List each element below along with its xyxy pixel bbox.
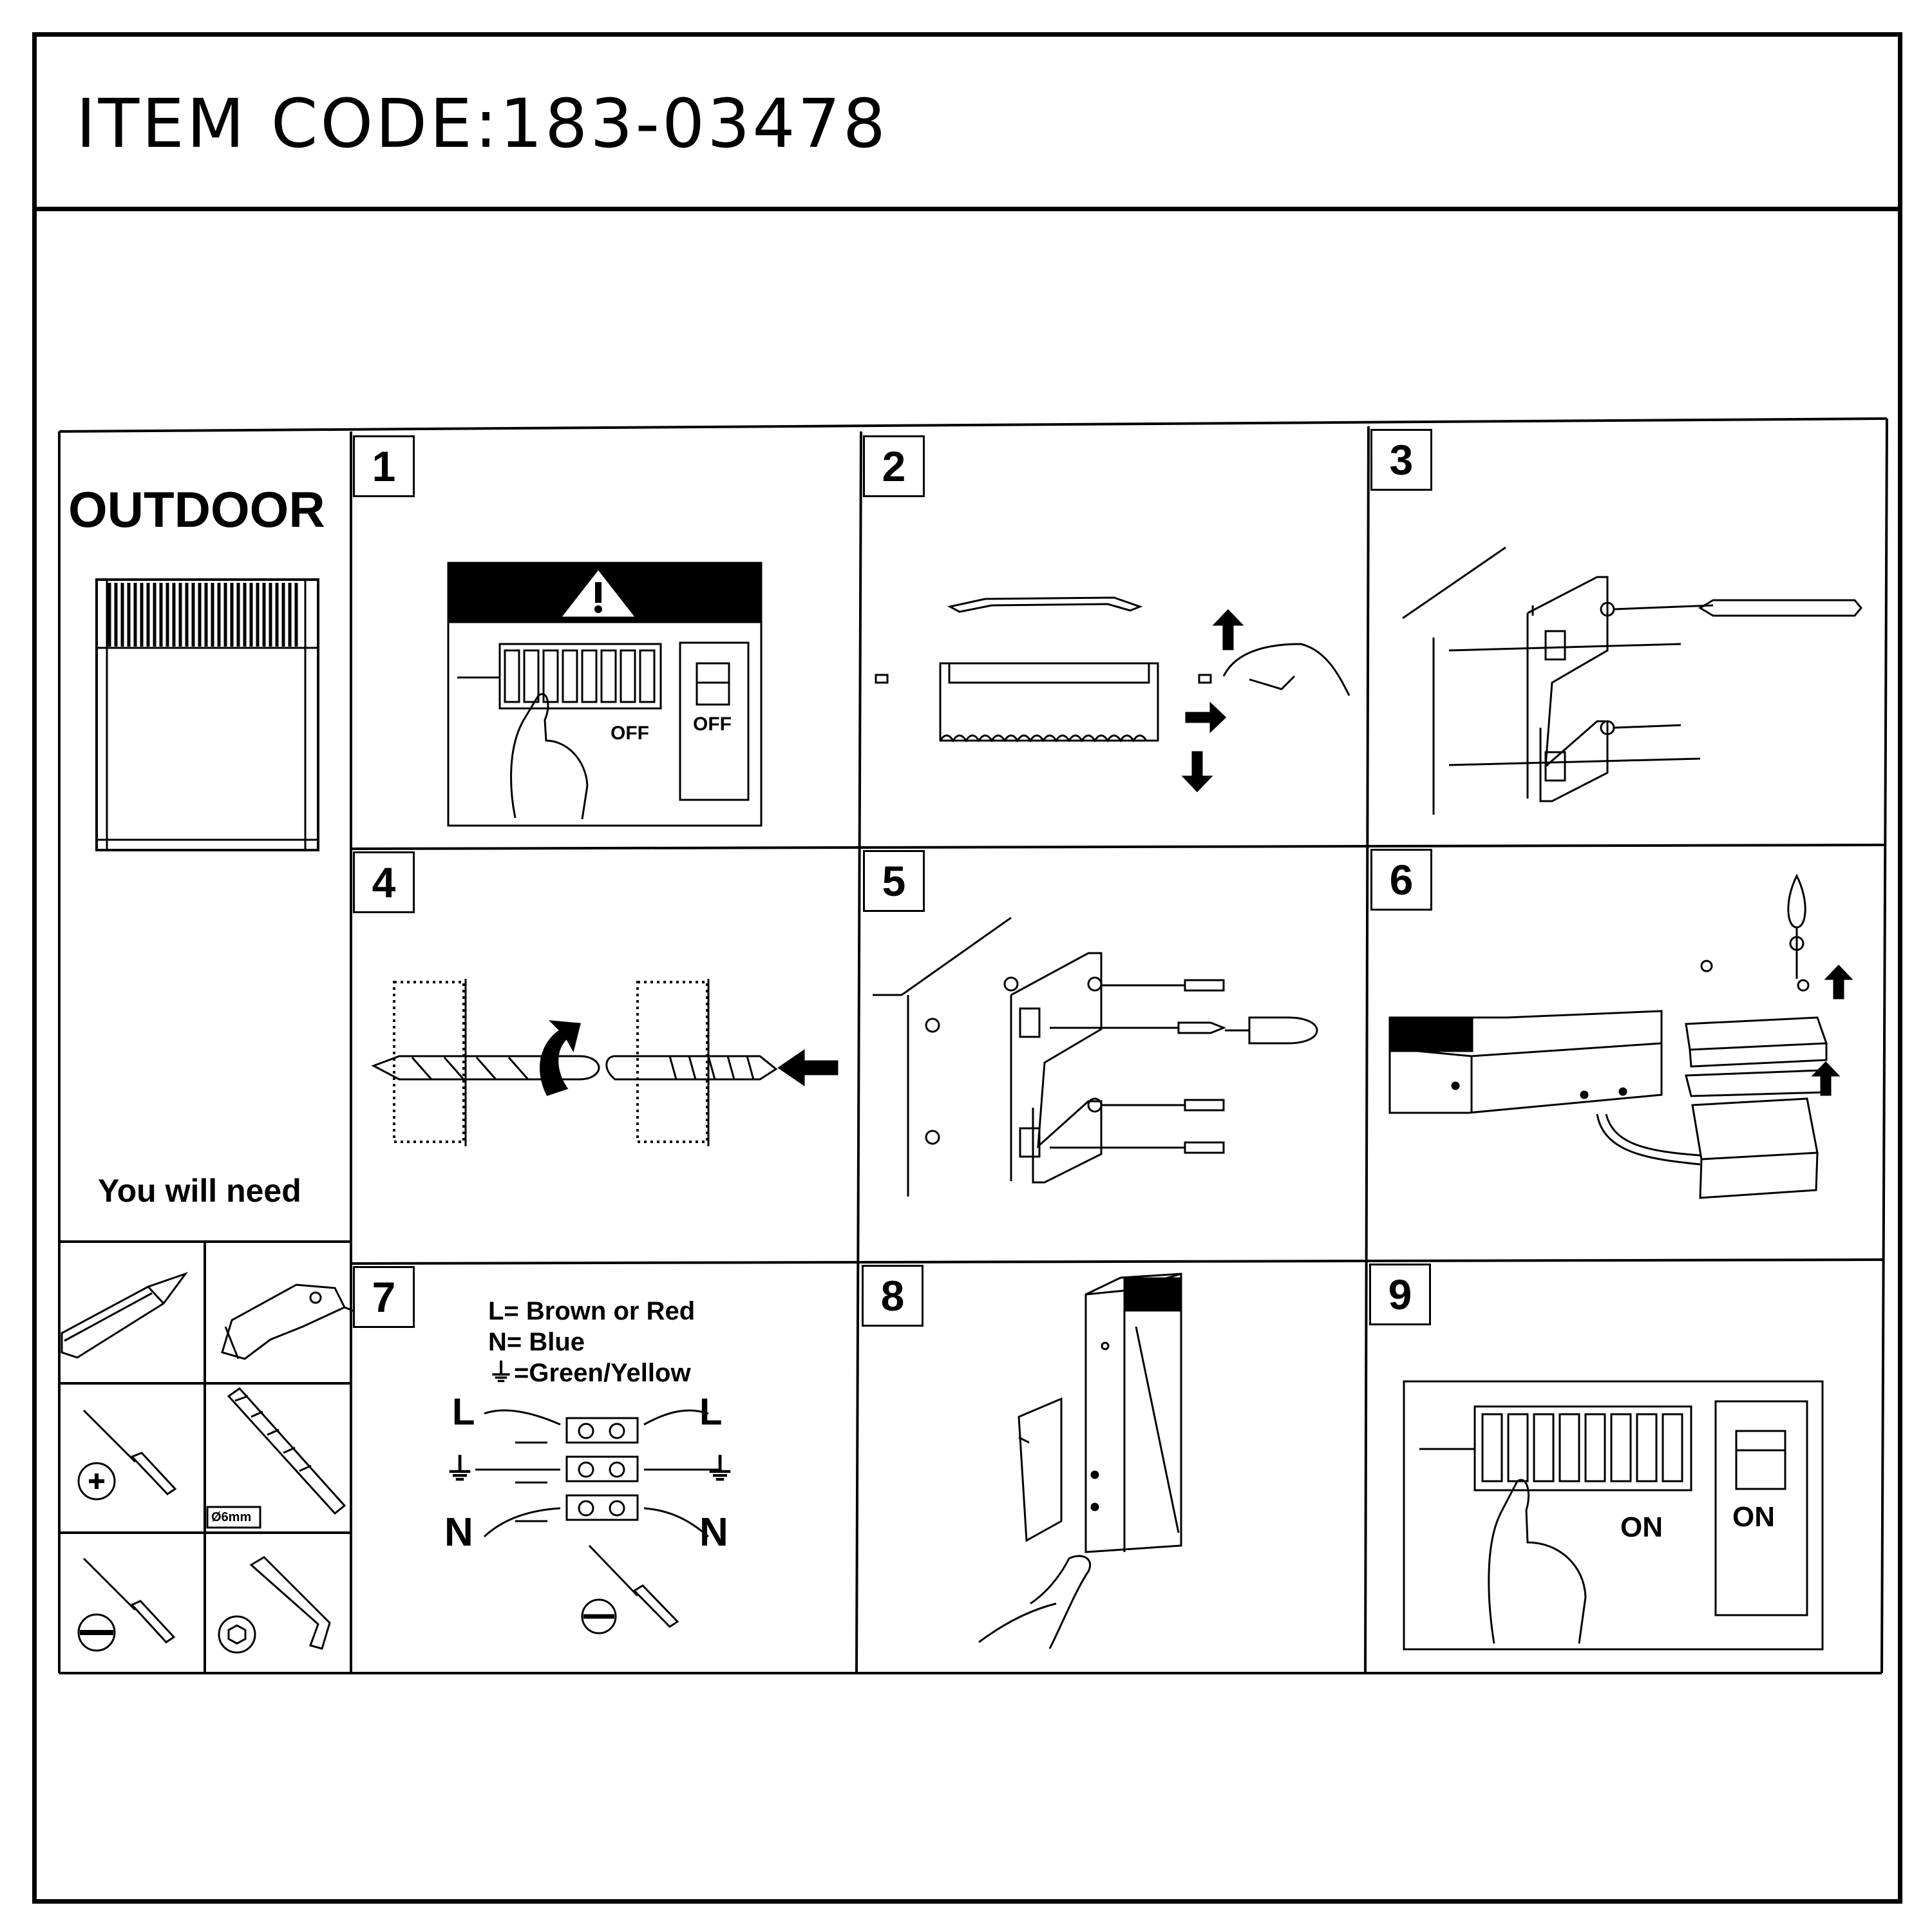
grid-lines (58, 417, 1888, 1674)
step-1-number: 1 (353, 435, 415, 497)
step-5-number: 5 (863, 850, 925, 912)
item-code: ITEM CODE:183-03478 (76, 84, 888, 163)
step-7-earth-right-icon: ⏚ (705, 1453, 735, 1487)
step-7-earth-left-icon: ⏚ (444, 1453, 475, 1487)
step-7-legend-live: L= Brown or Red (488, 1297, 696, 1325)
step-8-illustration (978, 1273, 1182, 1649)
step-7-number: 7 (353, 1266, 415, 1328)
step-9-number: 9 (1369, 1264, 1431, 1325)
flat-screwdriver-icon (77, 1557, 176, 1652)
step-6-number: 6 (1370, 849, 1432, 911)
step-1-illustration (447, 562, 762, 827)
step-1-switch-off-label: OFF (693, 714, 732, 735)
product-grille (108, 583, 298, 647)
drill-icon (221, 1283, 361, 1360)
step-2-illustration (875, 596, 1350, 793)
step-9-switch-on-label: ON (1732, 1501, 1775, 1533)
you-will-need-label: You will need (98, 1173, 301, 1209)
step-7-terminal-n-right: N (699, 1510, 728, 1555)
step-7-legend-earth: ⏚=Green/Yellow (488, 1359, 691, 1387)
step-6-illustration (1388, 873, 1853, 1199)
step-4-illustration (371, 979, 838, 1146)
step-9-illustration (1403, 1380, 1824, 1651)
drill-bit-icon (206, 1387, 346, 1529)
sidebar-title: OUTDOOR (68, 481, 325, 538)
pencil-icon (61, 1272, 189, 1359)
step-7-terminal-l-right: L (699, 1391, 722, 1433)
hex-key-icon (218, 1556, 331, 1654)
step-7-terminal-n-left: N (444, 1510, 473, 1555)
header (32, 32, 1902, 211)
drill-bit-size-label: Ø6mm (211, 1510, 252, 1524)
step-8-number: 8 (862, 1265, 923, 1327)
step-3-number: 3 (1370, 429, 1432, 491)
step-9-breaker-on-label: ON (1620, 1511, 1663, 1543)
page-frame (32, 32, 1902, 1904)
phillips-screwdriver-icon (77, 1409, 177, 1501)
step-7-illustration (475, 1409, 720, 1634)
step-5-illustration (873, 916, 1318, 1197)
step-2-number: 2 (863, 435, 925, 497)
step-7-terminal-l-left: L (452, 1391, 475, 1433)
step-3-illustration (1402, 546, 1862, 815)
product-front-view-icon (95, 578, 319, 851)
step-1-breaker-off-label: OFF (611, 723, 649, 744)
step-4-number: 4 (353, 851, 415, 913)
step-7-legend-neutral: N= Blue (488, 1328, 585, 1356)
